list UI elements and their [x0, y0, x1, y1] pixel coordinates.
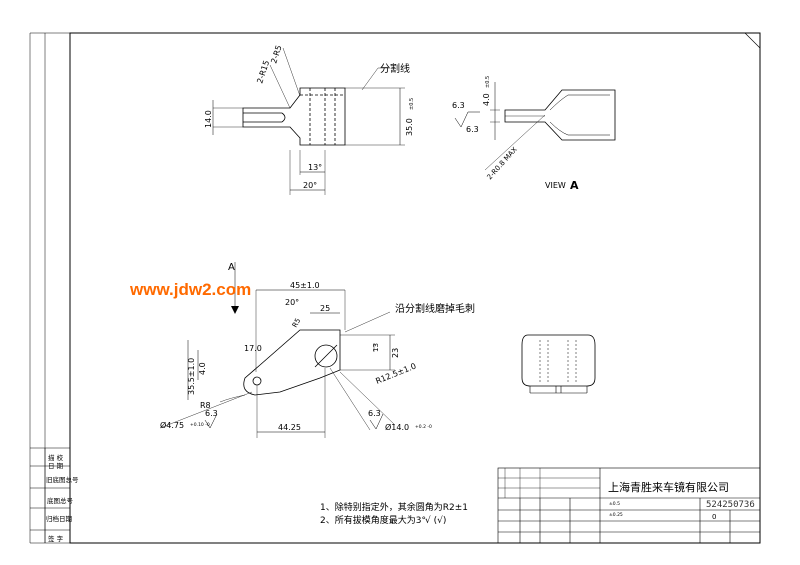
roughness-6-3-d: 6.3 — [368, 409, 381, 418]
parting-line-label: 分割线 — [380, 62, 410, 75]
dim-17: 17.0 — [244, 344, 262, 353]
angle-20-bottom: 20° — [285, 298, 299, 307]
sheet-number: 0 — [712, 513, 716, 521]
dim-25: 25 — [320, 304, 330, 313]
dim-14: 14.0 — [204, 110, 213, 128]
dim-4-tol: ±0.5 — [485, 76, 491, 88]
dim-45: 45±1.0 — [290, 281, 320, 290]
side-cell-date-1: 日 期 — [48, 462, 64, 470]
dim-4-bottom: 4.0 — [198, 362, 207, 375]
bottom-left-view — [159, 262, 396, 438]
note-line-1: 1、除特别指定外，其余圆角为R2±1 — [320, 503, 468, 513]
top-left-view — [212, 47, 405, 195]
tolerance-line-1: ±0.5 — [609, 501, 620, 507]
side-cell-old-base-no: 旧底图总号 — [46, 476, 79, 484]
deburr-note: 沿分割线磨掉毛刺 — [395, 302, 475, 315]
hole-large-tol: +0.2 -0 — [415, 424, 432, 430]
top-right-view — [454, 82, 616, 171]
side-cell-trace-check: 描 校 — [48, 454, 64, 462]
dim-2-r5: 2-R5 — [269, 44, 283, 64]
dim-2-r15: 2-R15 — [255, 59, 271, 84]
drawing-number: 524250736 — [706, 500, 755, 510]
dim-35-5: 35.5±1.0 — [187, 358, 196, 395]
section-arrow-label: A — [228, 262, 235, 273]
dim-35-tol: ±0.5 — [409, 98, 415, 110]
watermark: www.jdw2.com — [130, 280, 252, 299]
angle-13: 13° — [308, 163, 322, 172]
side-cell-base-no: 底图总号 — [47, 497, 73, 505]
dim-r8: R8 — [200, 401, 211, 410]
tolerance-line-2: ±0.25 — [609, 512, 623, 518]
dim-r12-5: R12.5±1.0 — [374, 361, 417, 385]
dim-23: 23 — [391, 348, 400, 358]
title-block — [497, 467, 761, 544]
roughness-symbol: √ (√) — [425, 516, 447, 526]
hole-small-dia: Ø4.75 — [160, 420, 184, 430]
radius-max-label: 2-R0.8 MAX — [486, 145, 519, 181]
technical-notes: 1、除特别指定外，其余圆角为R2±1 2、所有拔模角度最大为3° — [320, 502, 468, 528]
side-cell-archive-date: 归档日期 — [46, 515, 72, 523]
view-letter: A — [570, 179, 579, 192]
roughness-6-3-b: 6.3 — [466, 125, 479, 134]
dim-13-bottom: 13 — [372, 343, 380, 352]
view-label: VIEW — [545, 181, 566, 190]
hole-small-tol: +0.10 -0 — [190, 422, 210, 428]
angle-20: 20° — [303, 181, 317, 190]
bottom-right-view — [521, 334, 596, 394]
hole-large-dia: Ø14.0 — [385, 422, 409, 432]
dim-35: 35.0 — [405, 118, 414, 136]
dim-44-25: 44.25 — [278, 423, 301, 432]
note-line-2: 2、所有拔模角度最大为3° — [320, 516, 426, 526]
dim-r5-bottom: R5 — [291, 317, 303, 329]
dim-4: 4.0 — [482, 93, 491, 106]
side-cell-signature: 签 字 — [48, 535, 64, 543]
company-name: 上海青胜来车镜有限公司 — [608, 481, 729, 494]
roughness-6-3-c: 6.3 — [205, 409, 218, 418]
roughness-6-3-a: 6.3 — [452, 101, 465, 110]
